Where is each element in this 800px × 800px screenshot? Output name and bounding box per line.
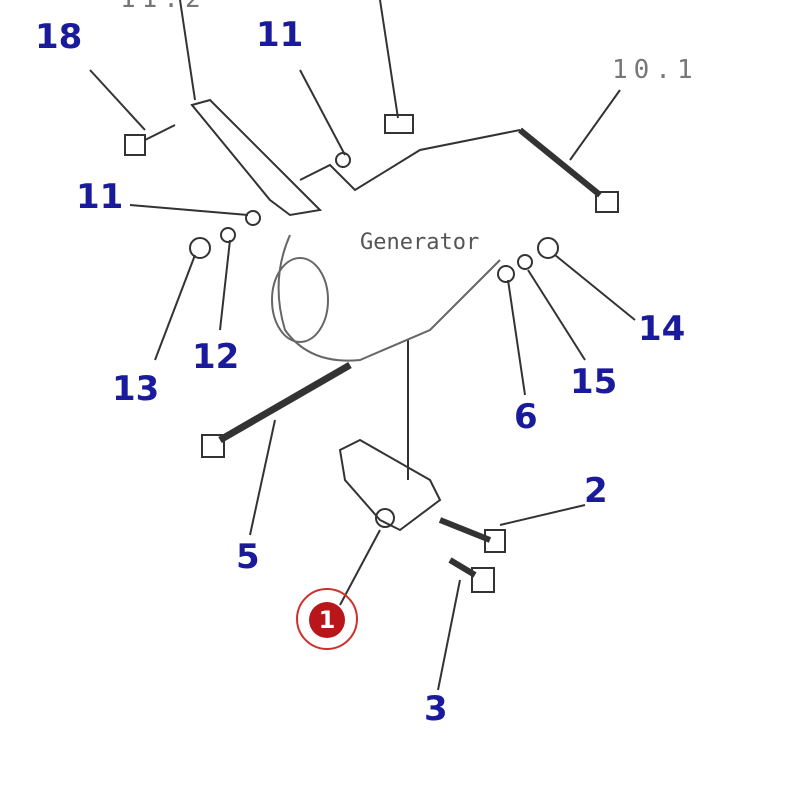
leader-line: [339, 529, 381, 606]
callout-3[interactable]: 3: [424, 689, 448, 729]
bolt-3-head: [471, 567, 495, 593]
highlighted-callout-1[interactable]: 1: [296, 588, 358, 650]
callout-11[interactable]: 11: [256, 15, 304, 55]
nut-11-icon: [335, 152, 351, 168]
bolt-2-head: [484, 529, 506, 553]
leader-line: [527, 269, 586, 361]
bolt-18-shank: [144, 124, 176, 141]
bolt-5-icon: [218, 361, 352, 444]
bolt-2-icon: [438, 517, 492, 543]
leader-line: [437, 579, 461, 691]
leader-line: [554, 254, 636, 321]
bolt-10-1-icon: [518, 127, 602, 198]
leader-line: [499, 504, 586, 526]
callout-6[interactable]: 6: [514, 397, 538, 437]
component-label: Generator: [360, 230, 480, 255]
callout-15[interactable]: 15: [570, 362, 618, 402]
generator-pulley: [271, 257, 329, 343]
washer-12-icon: [220, 227, 236, 243]
callout-2[interactable]: 2: [584, 471, 608, 511]
leader-line: [249, 419, 276, 536]
nut-14-icon: [537, 237, 559, 259]
leader-line: [299, 69, 346, 156]
bolt-3-icon: [448, 557, 477, 578]
callout-11[interactable]: 11: [76, 177, 124, 217]
leader-line: [129, 204, 249, 216]
adjusting-arm: [190, 98, 323, 217]
leader-line: [154, 254, 196, 361]
callout-13[interactable]: 13: [112, 369, 160, 409]
highlighted-callout-number: 1: [309, 602, 345, 638]
bracket-hole: [375, 508, 395, 528]
callout-18[interactable]: 18: [35, 17, 83, 57]
bolt-18-icon: [124, 134, 146, 156]
leader-line: [219, 239, 231, 331]
nut-11b-icon: [245, 210, 261, 226]
callout-12[interactable]: 12: [192, 337, 240, 377]
washer-6-icon: [497, 265, 515, 283]
leader-line: [89, 69, 146, 131]
sleeve-icon: [384, 114, 414, 134]
generator-bracket-line: [299, 129, 521, 192]
reference-label: 11.2: [120, 0, 207, 12]
callout-5[interactable]: 5: [236, 537, 260, 577]
bolt-5-head: [201, 434, 225, 458]
nut-13-icon: [189, 237, 211, 259]
leader-line: [179, 0, 196, 101]
leader-line: [569, 89, 621, 161]
leader-line: [379, 0, 399, 119]
leader-line: [507, 279, 526, 396]
reference-label: 10.1: [612, 55, 699, 85]
bolt-head-icon: [595, 191, 619, 213]
bracket-1-icon: [338, 438, 442, 532]
callout-14[interactable]: 14: [638, 309, 686, 349]
generator-body: [277, 234, 501, 362]
washer-15-icon: [517, 254, 533, 270]
